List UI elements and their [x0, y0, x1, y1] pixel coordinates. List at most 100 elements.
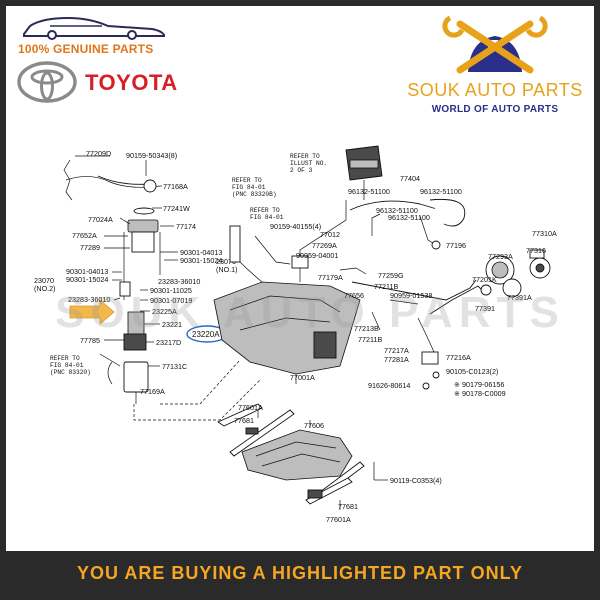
tank-hose	[239, 261, 263, 283]
toyota-emblem-icon	[17, 61, 77, 103]
leader	[119, 217, 131, 225]
part-label: 90119-C0353(4)	[390, 476, 442, 485]
part-label: 77024A	[88, 215, 113, 224]
clamp	[389, 299, 419, 305]
reference-note: REFER TO	[290, 153, 320, 160]
footer-bar	[0, 551, 600, 600]
band-cushion	[307, 489, 323, 499]
part-label: 77213B	[354, 324, 379, 333]
tank-protector	[241, 429, 353, 481]
gasket-ring	[502, 278, 522, 298]
pump-cap	[127, 219, 159, 233]
part-label: 77211B	[358, 335, 382, 344]
part-label: 77201K	[472, 275, 497, 284]
genuine-parts-label: 100% GENUINE PARTS	[18, 42, 154, 56]
part-label: 77404	[400, 174, 420, 183]
part-label: 77316	[526, 246, 546, 255]
reference-note: ILLUST NO.	[290, 160, 327, 167]
highlighted-part-label: 23220A	[192, 330, 220, 339]
part-label: 77656	[344, 291, 364, 300]
part-label: 23225A	[152, 307, 177, 316]
tank-ridge	[229, 295, 341, 313]
bolt	[432, 371, 440, 379]
reference-note: (PNC 83320B)	[232, 191, 277, 198]
part-label: 96132-51100	[420, 187, 462, 196]
fuel-hose	[339, 267, 367, 275]
reference-note: REFER TO	[250, 207, 280, 214]
part-label: 90301-07019	[150, 296, 192, 305]
reference-note: (PNC 83320)	[50, 369, 91, 376]
car-silhouette-icon	[23, 16, 165, 40]
part-label: 77269A	[312, 241, 337, 250]
reference-note: FIG 84-01	[50, 362, 84, 369]
part-label: 77601A	[238, 403, 263, 412]
part-label: 77012	[320, 230, 340, 239]
leader	[113, 297, 121, 301]
guide-line	[160, 359, 241, 405]
fuel-cap-center	[535, 263, 545, 273]
fuel-cap-tether	[529, 249, 545, 259]
part-label: 96132-51100	[388, 213, 430, 222]
tank-pump-well	[313, 331, 337, 359]
reference-note: REFER TO	[50, 355, 80, 362]
part-label: 96132-51100	[348, 187, 390, 196]
tank-ridge	[239, 317, 331, 331]
gasket-ring	[133, 207, 155, 215]
clamp-ring	[480, 284, 492, 296]
part-label: 77259G	[378, 271, 404, 280]
vapor-hose-loop	[429, 198, 466, 227]
part-label: 77652A	[72, 231, 97, 240]
part-label: ※ 90179-06156	[454, 380, 504, 389]
part-label: 23217D	[156, 338, 181, 347]
part-label: 23070	[216, 257, 236, 266]
guide-line	[133, 379, 261, 421]
part-label: 90959-01538	[390, 291, 432, 300]
wrench-cross-icon	[442, 15, 548, 74]
part-label: 90301-04013	[180, 248, 222, 257]
footer-notice: YOU ARE BUYING A HIGHLIGHTED PART ONLY	[76, 563, 524, 583]
part-label: 77289	[80, 243, 100, 252]
part-label: 77681	[338, 502, 358, 511]
part-label: ※ 90178-C0009	[454, 389, 506, 398]
bracket-strap	[417, 317, 435, 353]
filler-bracket	[421, 351, 439, 365]
part-label: 90105-C0123(2)	[446, 367, 498, 376]
part-label: 77601A	[326, 515, 351, 524]
part-label: 90301-11025	[150, 286, 192, 295]
part-label: 77179A	[318, 273, 343, 282]
canister-band	[349, 159, 379, 169]
part-label: 23070	[34, 276, 54, 285]
hose-connector	[431, 240, 441, 250]
part-label: 77216A	[446, 353, 471, 362]
bolt	[422, 382, 430, 390]
reference-note: REFER TO	[232, 177, 262, 184]
part-label: 90301-04013	[66, 267, 108, 276]
seller-name: SOUK AUTO PARTS	[407, 80, 583, 100]
part-label: 77785	[80, 336, 100, 345]
pressure-regulator	[119, 281, 131, 297]
part-label: 77209D	[86, 149, 111, 158]
part-label: 77001A	[290, 373, 315, 382]
part-label: 77174	[176, 222, 196, 231]
part-label: 23283-36010	[68, 295, 110, 304]
clamp-block	[291, 255, 309, 269]
part-label: 77241W	[163, 204, 190, 213]
part-label: 23283-36010	[158, 277, 200, 286]
part-label: 77281A	[384, 355, 409, 364]
part-label: 77217A	[384, 346, 409, 355]
part-label: 23221	[162, 320, 182, 329]
reference-note: FIG 84-01	[250, 214, 284, 221]
tank-band	[217, 403, 263, 427]
part-label: 77681	[234, 416, 254, 425]
part-label: 77310A	[532, 229, 557, 238]
part-label: 96132-51100	[376, 206, 418, 215]
part-label: 90959-04001	[296, 251, 338, 260]
part-label: (NO.2)	[34, 284, 56, 293]
part-label: (NO.1)	[216, 265, 238, 274]
protector-ridge	[255, 441, 337, 457]
part-label: 77606	[304, 421, 324, 430]
brand-name: TOYOTA	[85, 70, 178, 95]
leader	[99, 353, 121, 367]
filler-neck-inner	[491, 261, 509, 279]
